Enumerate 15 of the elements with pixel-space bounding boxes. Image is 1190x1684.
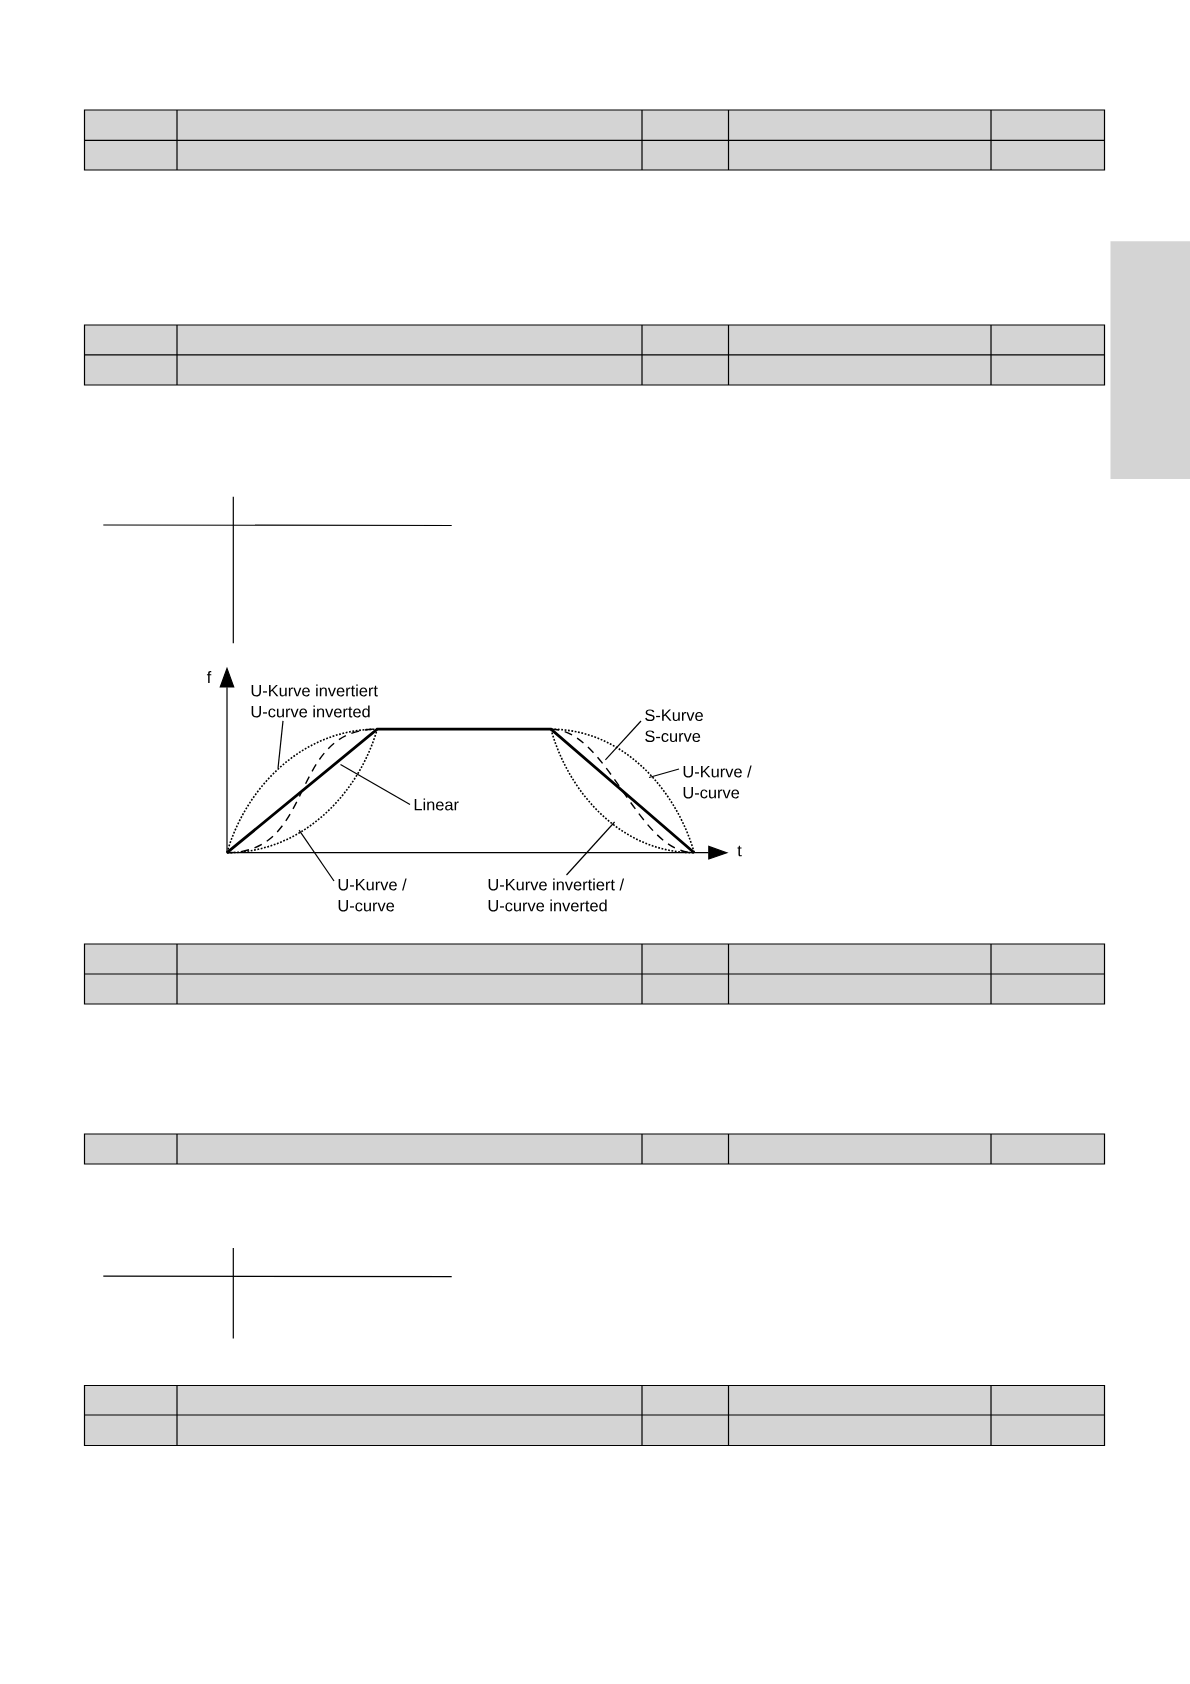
axis-label: f: [206, 671, 212, 683]
curve-label: U-Kurve invertiert U-curve inverted: [251, 684, 378, 718]
leader-line: [648, 768, 680, 779]
leader-line: [339, 763, 411, 806]
axis-label: t: [737, 845, 742, 857]
leader-line: [565, 821, 616, 876]
leader-line: [604, 720, 642, 761]
curve-label: U-Kurve / U-curve: [338, 878, 407, 912]
curve-label: S-Kurve S-curve: [645, 709, 703, 742]
curve-label: U-Kurve / U-curve: [683, 765, 752, 799]
curve-label: Linear: [414, 798, 459, 811]
leader-line: [298, 829, 335, 882]
curve-label: U-Kurve invertiert / U-curve inverted: [488, 878, 625, 912]
leader-line: [277, 720, 284, 769]
side-tab: [1110, 241, 1190, 479]
